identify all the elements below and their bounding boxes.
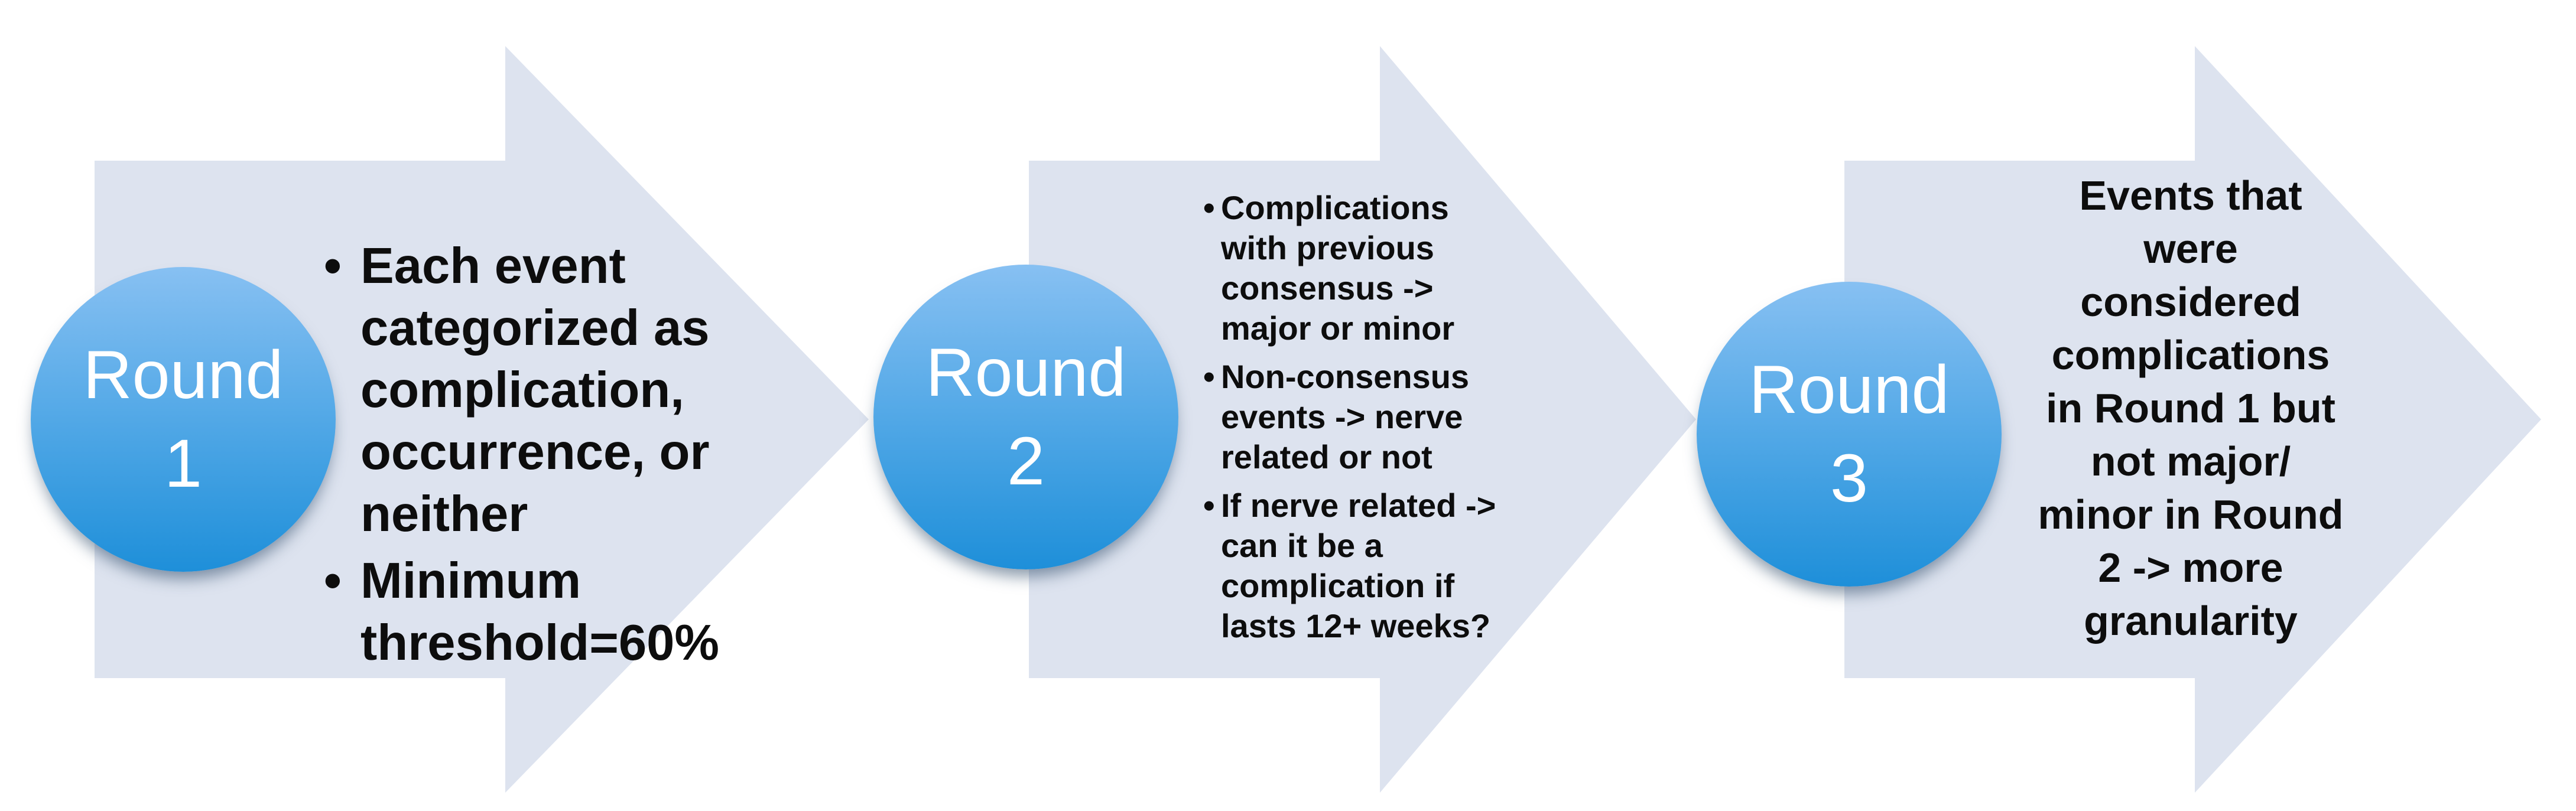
bullet-icon: • bbox=[324, 553, 342, 609]
bullet-text: Minimum threshold=60% bbox=[360, 553, 719, 671]
arrow-shape-round-3 bbox=[1844, 46, 2541, 793]
round-3-label-line2: 3 bbox=[1830, 441, 1868, 516]
bullet-text: Complications with previous consensus ->… bbox=[1221, 189, 1455, 347]
round-1-circle: Round 1 bbox=[31, 267, 336, 572]
round-2-circle: Round 2 bbox=[873, 265, 1178, 569]
round-1-notes: • Each event categorized as complication… bbox=[324, 235, 761, 679]
round-2-bullet-3: • If nerve related -> can it be a compli… bbox=[1203, 486, 1581, 646]
bullet-text: If nerve related -> can it be a complica… bbox=[1221, 487, 1496, 644]
bullet-text: Each event categorized as complication, … bbox=[360, 238, 710, 542]
bullet-icon: • bbox=[324, 238, 342, 294]
round-1-bullet-1: • Each event categorized as complication… bbox=[324, 235, 761, 545]
bullet-text: Non-consensus events -> nerve related or… bbox=[1221, 358, 1470, 475]
round-2-notes: • Complications with previous consensus … bbox=[1203, 188, 1581, 654]
round-1-label-line1: Round bbox=[83, 337, 284, 413]
round-3-circle: Round 3 bbox=[1697, 282, 2002, 587]
round-3-label-line1: Round bbox=[1749, 352, 1950, 428]
round-1-label-line2: 1 bbox=[164, 426, 202, 501]
bullet-icon: • bbox=[1203, 487, 1215, 524]
round-3-notes: Events that were considered complication… bbox=[2038, 172, 2344, 644]
round-2-label-line2: 2 bbox=[1007, 424, 1045, 499]
round-1-bullet-2: • Minimum threshold=60% bbox=[324, 550, 761, 674]
round-2-label-line1: Round bbox=[925, 335, 1126, 411]
round-2-bullet-2: • Non-consensus events -> nerve related … bbox=[1203, 357, 1581, 477]
arrow-shape-round-1 bbox=[95, 46, 869, 793]
round-2-bullet-1: • Complications with previous consensus … bbox=[1203, 188, 1581, 348]
arrow-shape-round-2 bbox=[1029, 46, 1696, 793]
bullet-icon: • bbox=[1203, 189, 1215, 226]
bullet-icon: • bbox=[1203, 358, 1215, 395]
